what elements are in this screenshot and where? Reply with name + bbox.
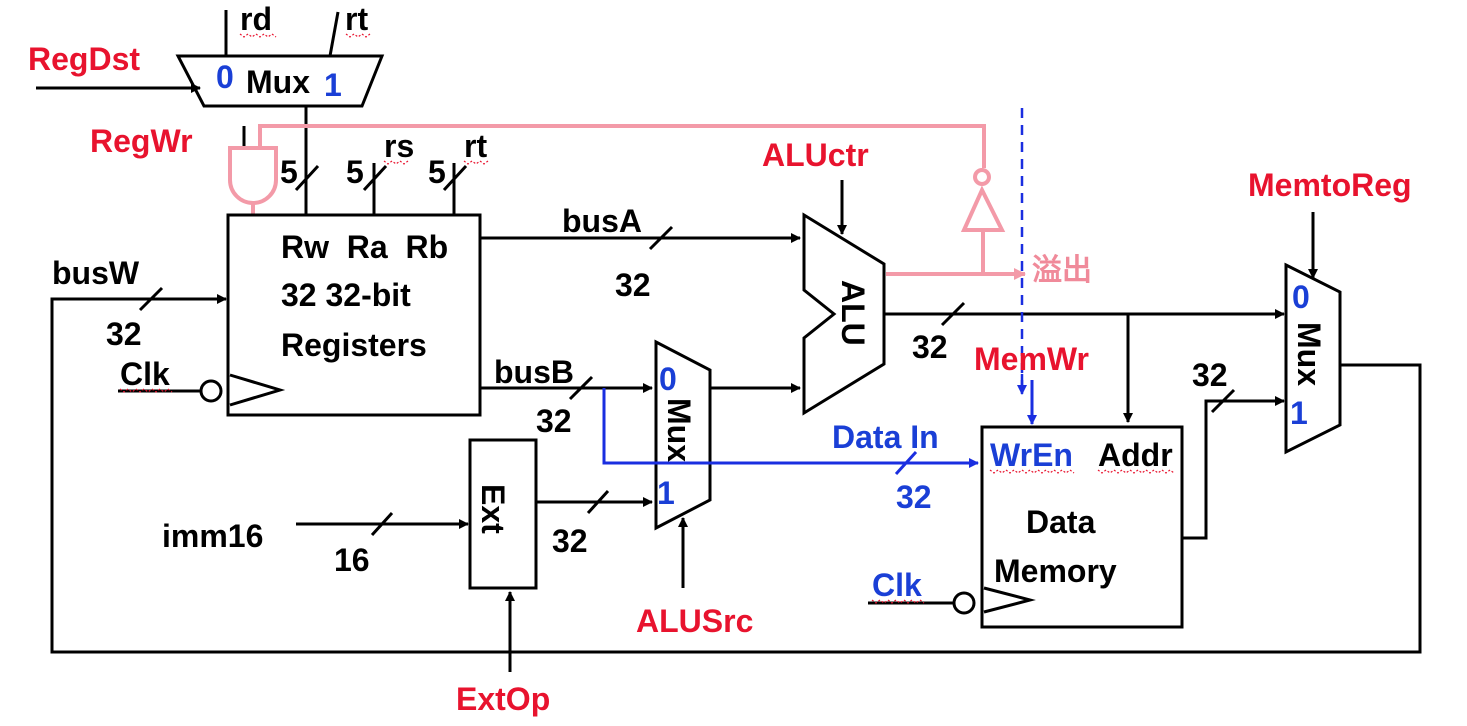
- aluctr-label: ALUctr: [762, 137, 869, 173]
- regwr-label: RegWr: [90, 123, 193, 159]
- alu-shape: [802, 212, 886, 416]
- alu-out-width: 32: [912, 329, 948, 365]
- width-5b: 5: [346, 154, 364, 190]
- mem-line2: Memory: [994, 553, 1117, 589]
- alusrc-mux-shape: [654, 339, 712, 531]
- mem-out-width: 32: [1192, 357, 1228, 393]
- mux-r-label: Mux: [1291, 322, 1327, 386]
- busa-width: 32: [615, 267, 651, 303]
- busa-label: busA: [562, 203, 642, 239]
- reg-line2: 32 32-bit: [281, 277, 411, 313]
- register-file: [226, 213, 482, 417]
- memtoreg-mux-shape: [1284, 262, 1342, 455]
- alusrc-label: ALUSrc: [636, 603, 753, 639]
- imm-width: 16: [334, 542, 370, 578]
- mux-top-1: 1: [324, 67, 342, 103]
- mux-r-0: 0: [1292, 279, 1310, 315]
- mux-top-label: Mux: [246, 64, 310, 100]
- data-memory: [980, 425, 1184, 629]
- mux-r-1: 1: [1290, 395, 1308, 431]
- overflow-inverter-bubble: [973, 168, 991, 186]
- extop-label: ExtOp: [456, 681, 550, 717]
- data-in-width: 32: [896, 479, 932, 515]
- width-5a: 5: [280, 154, 298, 190]
- addr-label: Addr: [1098, 437, 1173, 473]
- alu-label: ALU: [835, 280, 871, 346]
- busw-label: busW: [52, 255, 140, 291]
- rd-label: rd: [240, 1, 272, 37]
- regwr-and-gate: [228, 146, 278, 205]
- memwr-label: MemWr: [974, 341, 1089, 377]
- busb-label: busB: [494, 354, 574, 390]
- extender-block: [468, 438, 538, 590]
- reg-line3: Registers: [281, 327, 427, 363]
- rt-mid-label: rt: [464, 128, 487, 164]
- ext-label: Ext: [475, 484, 511, 534]
- rs-label: rs: [384, 128, 414, 164]
- mux-b-0: 0: [659, 361, 677, 397]
- width-5c: 5: [428, 154, 446, 190]
- memtoreg-label: MemtoReg: [1248, 167, 1412, 203]
- overflow-inverter: [960, 185, 1006, 232]
- mem-line1: Data: [1026, 504, 1096, 540]
- mux-b-label: Mux: [661, 398, 697, 462]
- clk2-label: Clk: [872, 567, 922, 603]
- reg-line1: Rw Ra Rb: [281, 229, 448, 265]
- wren-label: WrEn: [990, 437, 1073, 473]
- busw-width: 32: [106, 316, 142, 352]
- rt-top-label: rt: [345, 1, 368, 37]
- busb-width: 32: [536, 403, 572, 439]
- imm16-label: imm16: [162, 518, 263, 554]
- mux-top-0: 0: [216, 59, 234, 95]
- mux-b-1: 1: [657, 475, 675, 511]
- data-in-label: Data In: [832, 419, 939, 455]
- clk1-label: Clk: [120, 356, 170, 392]
- overflow-label: 溢出: [1032, 254, 1092, 287]
- ext-width: 32: [552, 523, 588, 559]
- regdst-label: RegDst: [28, 41, 140, 77]
